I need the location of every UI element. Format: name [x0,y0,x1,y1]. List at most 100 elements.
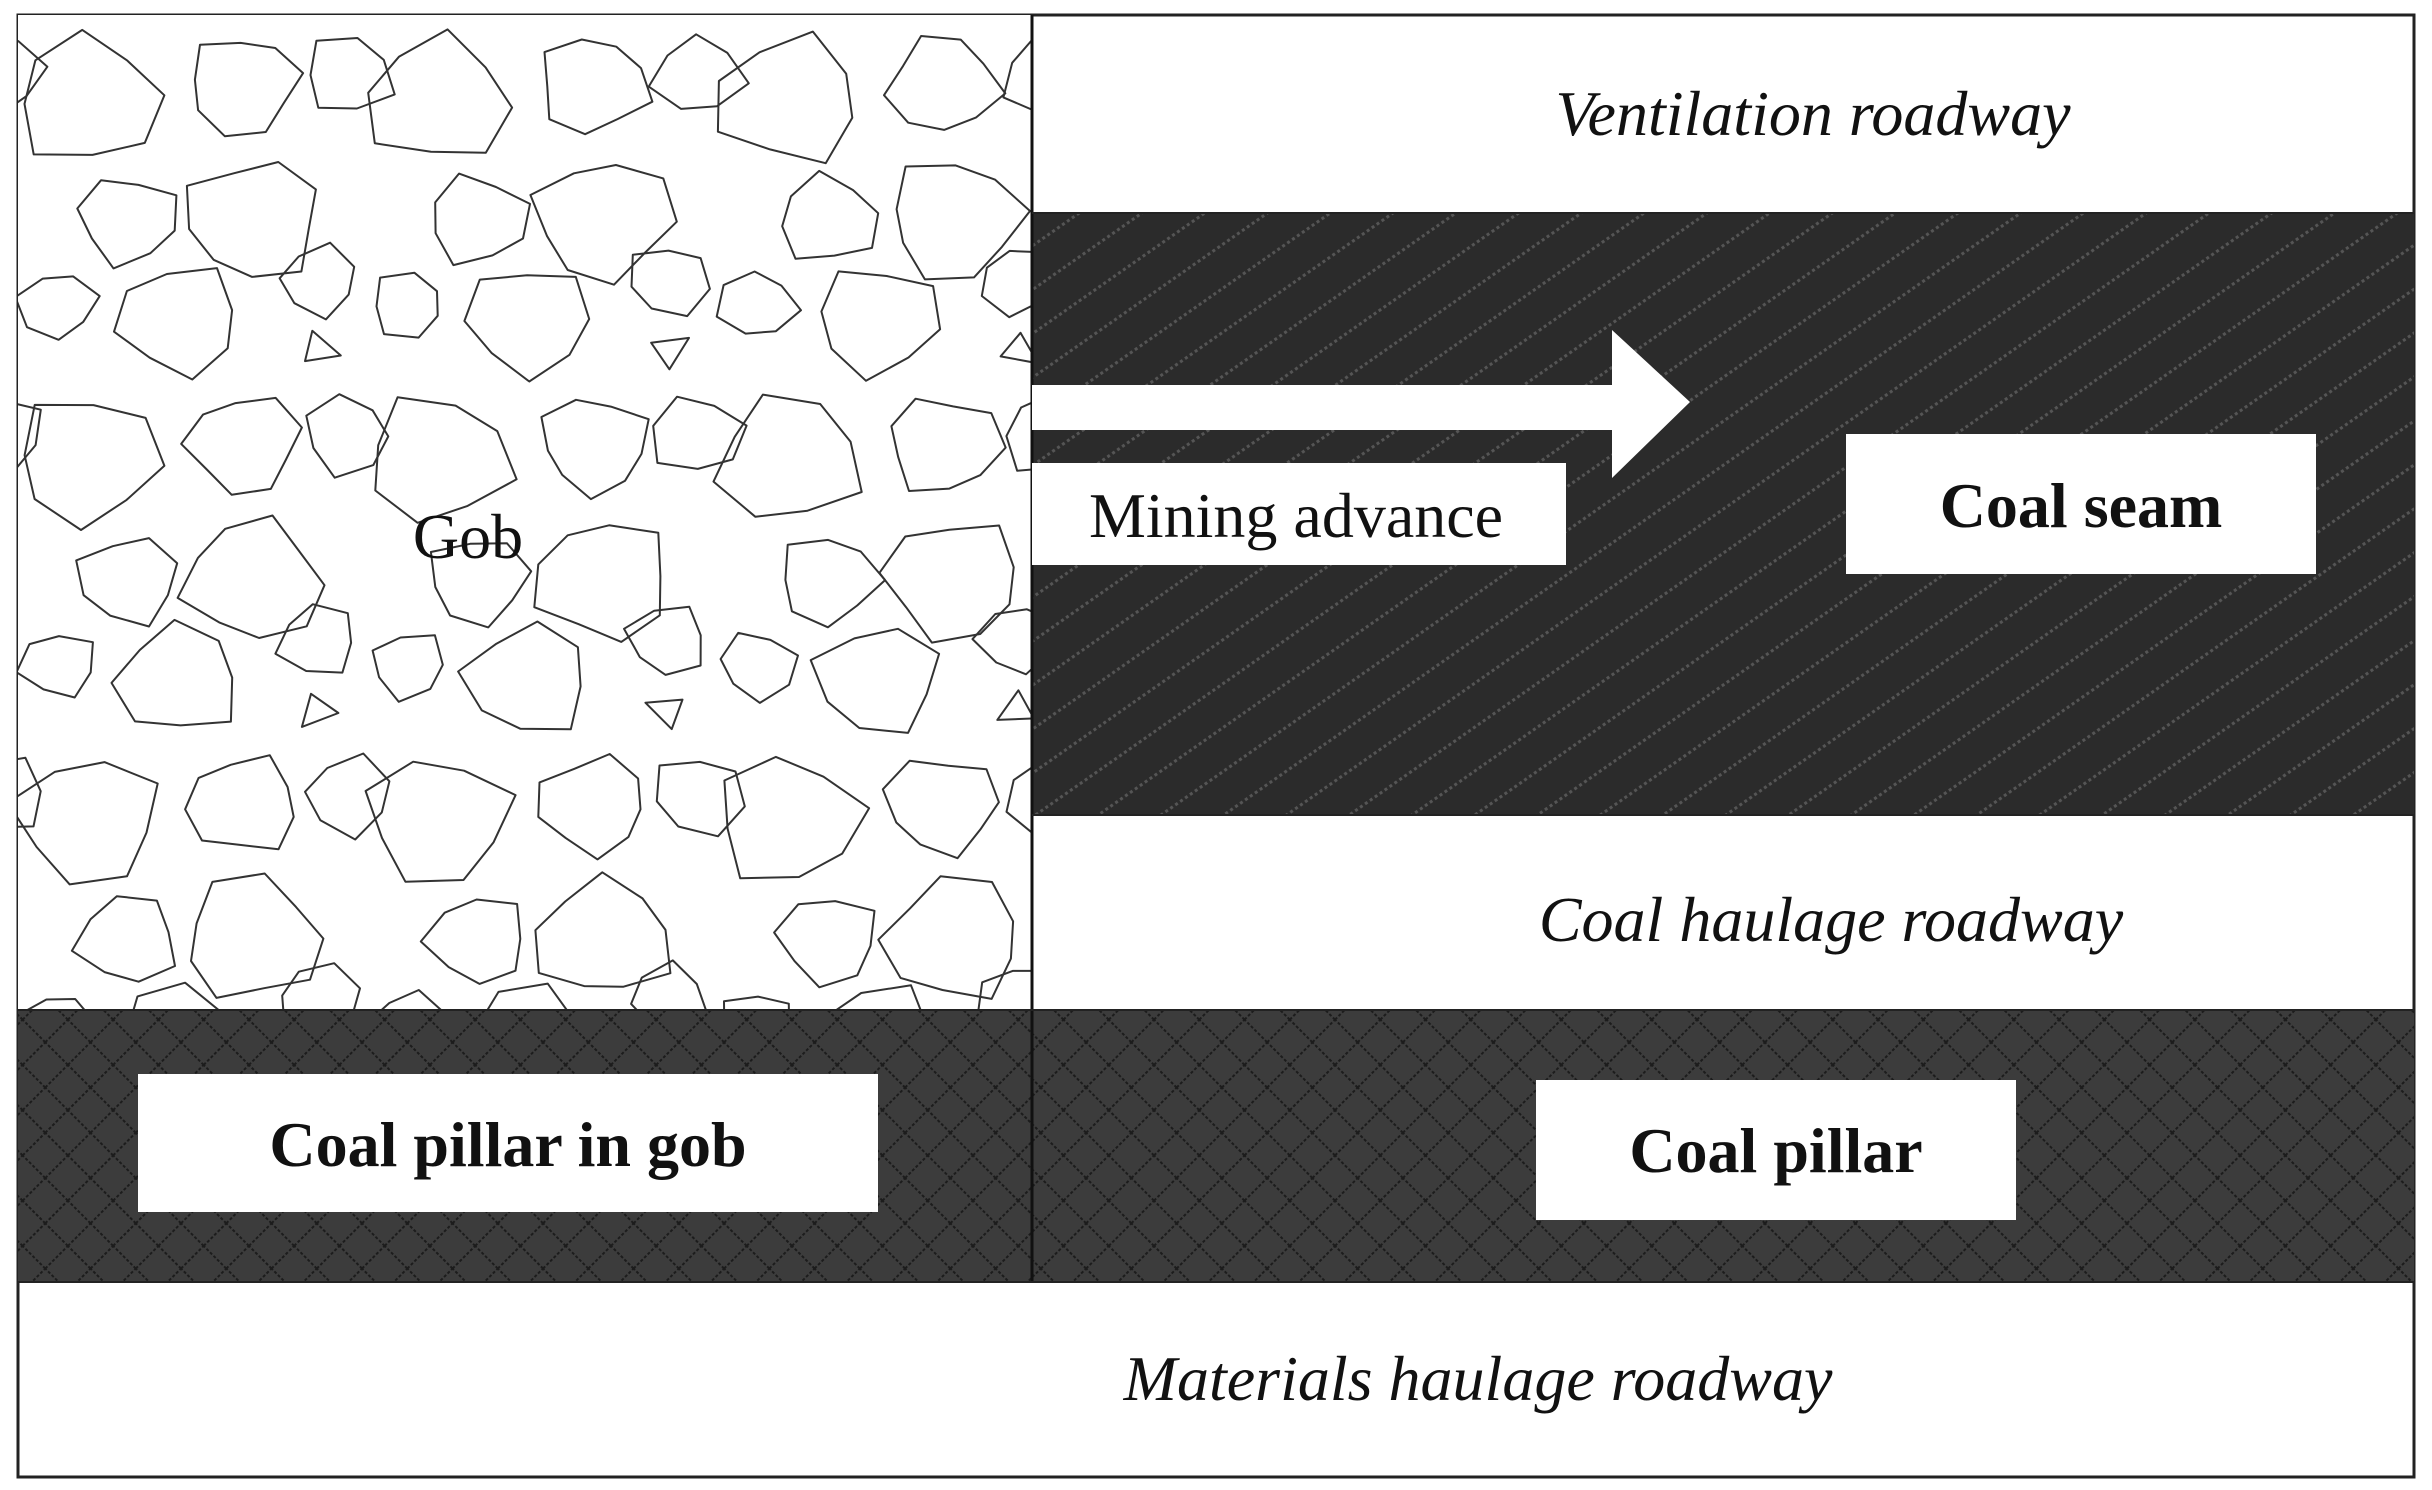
gob-rock-outline [18,40,49,104]
gob-rock-outline [371,634,444,703]
gob-rock-outline [1353,0,1388,6]
gob-rock-outline [110,618,234,727]
gob-rock-outline [623,605,702,676]
gob-rock-outline [647,0,685,10]
gob-rock-outline [877,875,1015,1000]
mining-advance-arrow [1032,330,1690,478]
gob-rock-outline [18,635,94,699]
coal-seam-label: Coal seam [1940,470,2223,541]
gob-rock-outline [463,274,591,383]
gob-rock-outline [820,270,942,382]
gob-rock-outline [309,37,396,110]
gob-rock-outline [723,755,871,880]
gob-rock-outline [996,689,1032,721]
gob-rock-outline [1005,766,1032,835]
gob-rock-outline [1169,0,1294,6]
gob-rock-outline [543,38,654,136]
gob-rock-outline [70,895,176,983]
gob-rock-outline [630,249,711,318]
gob-rock-outline [537,753,642,861]
gob-rock-outline [529,164,678,286]
gob-rock-outline [1002,38,1032,111]
gob-rock-outline [429,542,533,629]
mining-advance-label-box [1032,463,1566,565]
coal-pillar-label-box [1536,1080,2016,1220]
gob-rock-outline [375,271,439,339]
gob-rock-outline [977,969,1032,1010]
gob-rock-outline [0,606,11,669]
gob-rock-outline [274,603,353,674]
gob-rock-outline [719,631,799,704]
gob-rock-outline [0,246,6,309]
gob-rock-outline [650,336,690,371]
gob-rock-outline [281,962,361,1010]
coal-haulage-roadway-label: Coal haulage roadway [1539,884,2124,955]
gob-rock-outline [773,900,876,989]
gob-rock-outline [890,397,1007,492]
gob-rubble [0,0,1388,1399]
gob-rock-outline [304,752,391,841]
gob-rock-outline [534,871,672,988]
gob-rock-outline [715,270,802,335]
gob-rock-outline [472,0,598,10]
gob-rock-outline [825,0,949,10]
gob-rock-outline [716,30,854,165]
gob-rock-outline [364,760,517,883]
gob-rock-outline [176,514,326,639]
gob-rock-outline [652,395,748,470]
gob-rock-outline [193,41,305,138]
gob-rock-outline [881,759,1000,860]
gob-rock-outline [185,161,317,278]
gob-rock-outline [878,524,1015,644]
gob-rock-outline [18,756,42,828]
gob-rock-outline [18,403,42,468]
gob-rock-outline [190,872,325,999]
materials-haulage-roadway-label: Materials haulage roadway [1123,1343,1833,1414]
coal-pillar-in-gob-label: Coal pillar in gob [269,1109,746,1180]
gob-rock-outline [305,393,390,479]
gob-rock-outline [0,964,13,1030]
gob-rock-outline [883,35,1007,131]
coal-pillar-in-gob-label-box [138,1074,878,1212]
gob-label: Gob [413,501,523,572]
mining-advance-label: Mining advance [1089,480,1503,551]
gob-rock-outline [895,164,1031,281]
gob-rock-outline [18,761,159,886]
coal-pillar-label: Coal pillar [1629,1115,1922,1186]
gob-rock-outline [113,267,234,381]
gob-rock-outline [374,396,518,524]
gob-rock-outline [999,331,1032,364]
gob-rock-outline [644,698,684,731]
gob-rock-outline [76,179,178,270]
gob-rock-outline [278,241,356,321]
gob-region [0,0,1388,1399]
gob-rock-outline [180,396,303,496]
gob-rock-outline [25,998,86,1010]
gob-rock-outline [712,393,863,518]
gob-rock-outline [367,28,514,154]
gob-rock-outline [132,981,221,1010]
gob-rock-outline [971,608,1032,676]
gob-rock-outline [184,754,295,851]
gob-rock-outline [18,275,101,341]
gob-rock-outline [995,0,1031,1]
gob-rock-outline [457,620,582,731]
gob-rock-outline [834,984,922,1010]
gob-rock-outline [380,989,443,1010]
gob-rock-outline [980,249,1032,319]
gob-rock-outline [419,898,522,985]
gob-rock-outline [647,33,750,110]
gob-rock-outline [655,760,746,838]
gob-rock-outline [434,172,531,267]
gob-rock-outline [540,398,650,501]
gob-rock-outline [0,1329,6,1399]
gob-rock-outline [533,524,662,643]
gob-rock-outline [114,0,243,13]
gob-rock-outline [23,403,166,531]
gob-rock-outline [781,169,880,260]
gob-rock-outline [23,28,166,156]
ventilation-roadway-label: Ventilation roadway [1556,78,2072,149]
gob-rock-outline [784,538,887,629]
gob-rock-outline [304,329,342,363]
